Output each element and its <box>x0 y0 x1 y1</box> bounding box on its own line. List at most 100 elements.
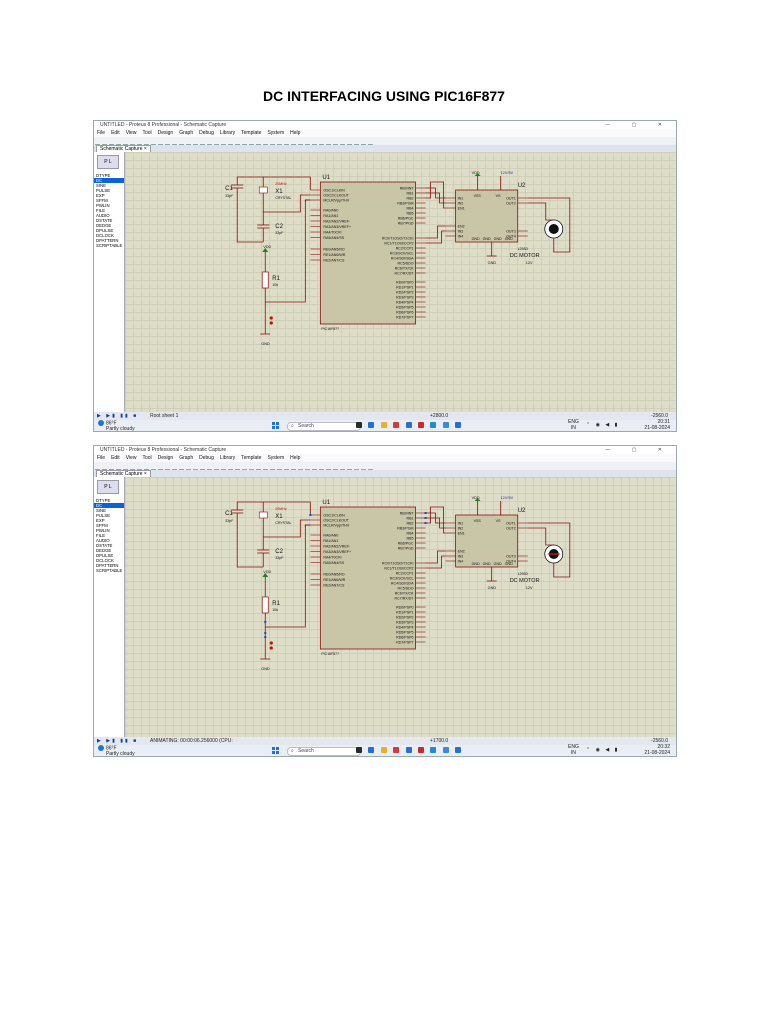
generator-item[interactable]: DC <box>94 503 124 508</box>
taskbar-search[interactable]: ⌕Search <box>287 422 361 431</box>
button-contact[interactable] <box>269 641 273 645</box>
generator-item[interactable]: DSTATE <box>96 218 113 223</box>
generator-item[interactable]: DCLOCK <box>96 558 114 563</box>
generator-item[interactable]: DPATTERN <box>96 238 119 243</box>
taskbar-search[interactable]: ⌕Search <box>287 747 361 756</box>
window-controls[interactable]: — ▢ ✕ <box>605 122 672 128</box>
edge-icon[interactable] <box>368 422 375 428</box>
menu-graph[interactable]: Graph <box>179 455 194 461</box>
u2-body[interactable] <box>455 189 519 243</box>
generator-item[interactable]: DPATTERN <box>96 563 119 568</box>
generator-item[interactable]: PWLIN <box>96 528 110 533</box>
pick-devices-button[interactable]: P L <box>97 155 119 169</box>
menu-tool[interactable]: Tool <box>142 455 152 461</box>
menu-system[interactable]: System <box>267 455 285 461</box>
generator-item[interactable]: PULSE <box>96 513 111 518</box>
generator-item[interactable]: DPULSE <box>96 228 114 233</box>
button-contact[interactable] <box>269 321 273 325</box>
crystal-x1[interactable] <box>258 511 268 519</box>
menu-help[interactable]: Help <box>290 455 301 461</box>
menu-debug[interactable]: Debug <box>199 455 214 461</box>
menu-system[interactable]: System <box>267 130 285 136</box>
crystal-x1[interactable] <box>258 186 268 194</box>
generator-item[interactable]: PWLIN <box>96 203 110 208</box>
generator-item[interactable]: FILE <box>96 208 106 213</box>
mail-icon[interactable] <box>455 422 462 428</box>
photos-icon[interactable] <box>442 422 449 428</box>
generator-item[interactable]: SCRIPTABLE <box>96 568 123 573</box>
generator-item[interactable]: AUDIO <box>96 213 110 218</box>
generator-item[interactable]: SINE <box>96 183 107 188</box>
menu-library[interactable]: Library <box>219 130 236 136</box>
menu-tool[interactable]: Tool <box>142 130 152 136</box>
store-icon[interactable] <box>405 747 412 753</box>
generator-item[interactable]: PULSE <box>96 188 111 193</box>
menu-template[interactable]: Template <box>241 130 262 136</box>
generator-item[interactable]: EXP <box>96 518 105 523</box>
generator-item[interactable]: FILE <box>96 533 106 538</box>
generator-item[interactable]: SCRIPTABLE <box>96 243 123 248</box>
simulation-controls[interactable]: ▶ ▶▮ ▮▮ ■ <box>97 413 139 419</box>
generator-item[interactable]: SINE <box>96 508 107 513</box>
generator-item[interactable]: DEDGE <box>96 548 112 553</box>
mail-icon[interactable] <box>455 747 462 753</box>
resistor-r1[interactable] <box>261 271 269 289</box>
proteus-icon[interactable] <box>417 747 424 753</box>
u1-body[interactable] <box>319 181 416 325</box>
menu-view[interactable]: View <box>125 455 137 461</box>
generator-item[interactable]: DCLOCK <box>96 233 114 238</box>
generator-item[interactable]: SFFM <box>96 523 108 528</box>
chrome-icon[interactable] <box>430 747 437 753</box>
brave-icon[interactable] <box>393 422 400 428</box>
generator-item[interactable]: DC <box>94 178 124 183</box>
simulation-controls[interactable]: ▶ ▶▮ ▮▮ ■ <box>97 738 139 744</box>
menu-template[interactable]: Template <box>241 455 262 461</box>
system-tray-icons[interactable]: ⌃ ◉ ◀ ▮ <box>586 747 620 753</box>
window-controls[interactable]: — ▢ ✕ <box>605 447 672 453</box>
generator-item[interactable]: EXP <box>96 193 105 198</box>
u1-body[interactable] <box>319 506 416 650</box>
menu-help[interactable]: Help <box>290 130 301 136</box>
windows-start-icon[interactable] <box>272 747 279 754</box>
edge-icon[interactable] <box>368 747 375 753</box>
menu-edit[interactable]: Edit <box>111 455 120 461</box>
resistor-r1[interactable] <box>261 596 269 614</box>
button-contact[interactable] <box>269 316 273 320</box>
pick-devices-button[interactable]: P L <box>97 480 119 494</box>
weather-widget[interactable]: 86°F Partly cloudy <box>98 745 135 756</box>
proteus-icon[interactable] <box>417 422 424 428</box>
menu-debug[interactable]: Debug <box>199 130 214 136</box>
chrome-icon[interactable] <box>430 422 437 428</box>
brave-icon[interactable] <box>393 747 400 753</box>
photos-icon[interactable] <box>442 747 449 753</box>
menu-design[interactable]: Design <box>157 455 174 461</box>
system-tray-icons[interactable]: ⌃ ◉ ◀ ▮ <box>586 422 620 428</box>
generator-item[interactable]: DPULSE <box>96 553 114 558</box>
button-contact[interactable] <box>269 646 273 650</box>
u2-body[interactable] <box>455 514 519 568</box>
task-view-icon[interactable] <box>356 747 362 753</box>
close-icon[interactable]: × <box>143 146 147 152</box>
menu-view[interactable]: View <box>125 130 137 136</box>
close-icon[interactable]: × <box>143 471 147 477</box>
file-explorer-icon[interactable] <box>380 422 387 428</box>
generator-item[interactable]: DEDGE <box>96 223 112 228</box>
generator-item[interactable]: DTYPE <box>96 173 111 178</box>
generator-item[interactable]: DSTATE <box>96 543 113 548</box>
menu-graph[interactable]: Graph <box>179 130 194 136</box>
generator-item[interactable]: SFFM <box>96 198 108 203</box>
menu-design[interactable]: Design <box>157 130 174 136</box>
file-explorer-icon[interactable] <box>380 747 387 753</box>
generator-item[interactable]: AUDIO <box>96 538 110 543</box>
menu-edit[interactable]: Edit <box>111 130 120 136</box>
menu-file[interactable]: File <box>97 455 106 461</box>
generator-item[interactable]: DTYPE <box>96 498 111 503</box>
menu-library[interactable]: Library <box>219 455 236 461</box>
task-view-icon[interactable] <box>356 422 362 428</box>
weather-widget[interactable]: 86°F Partly cloudy <box>98 420 135 431</box>
